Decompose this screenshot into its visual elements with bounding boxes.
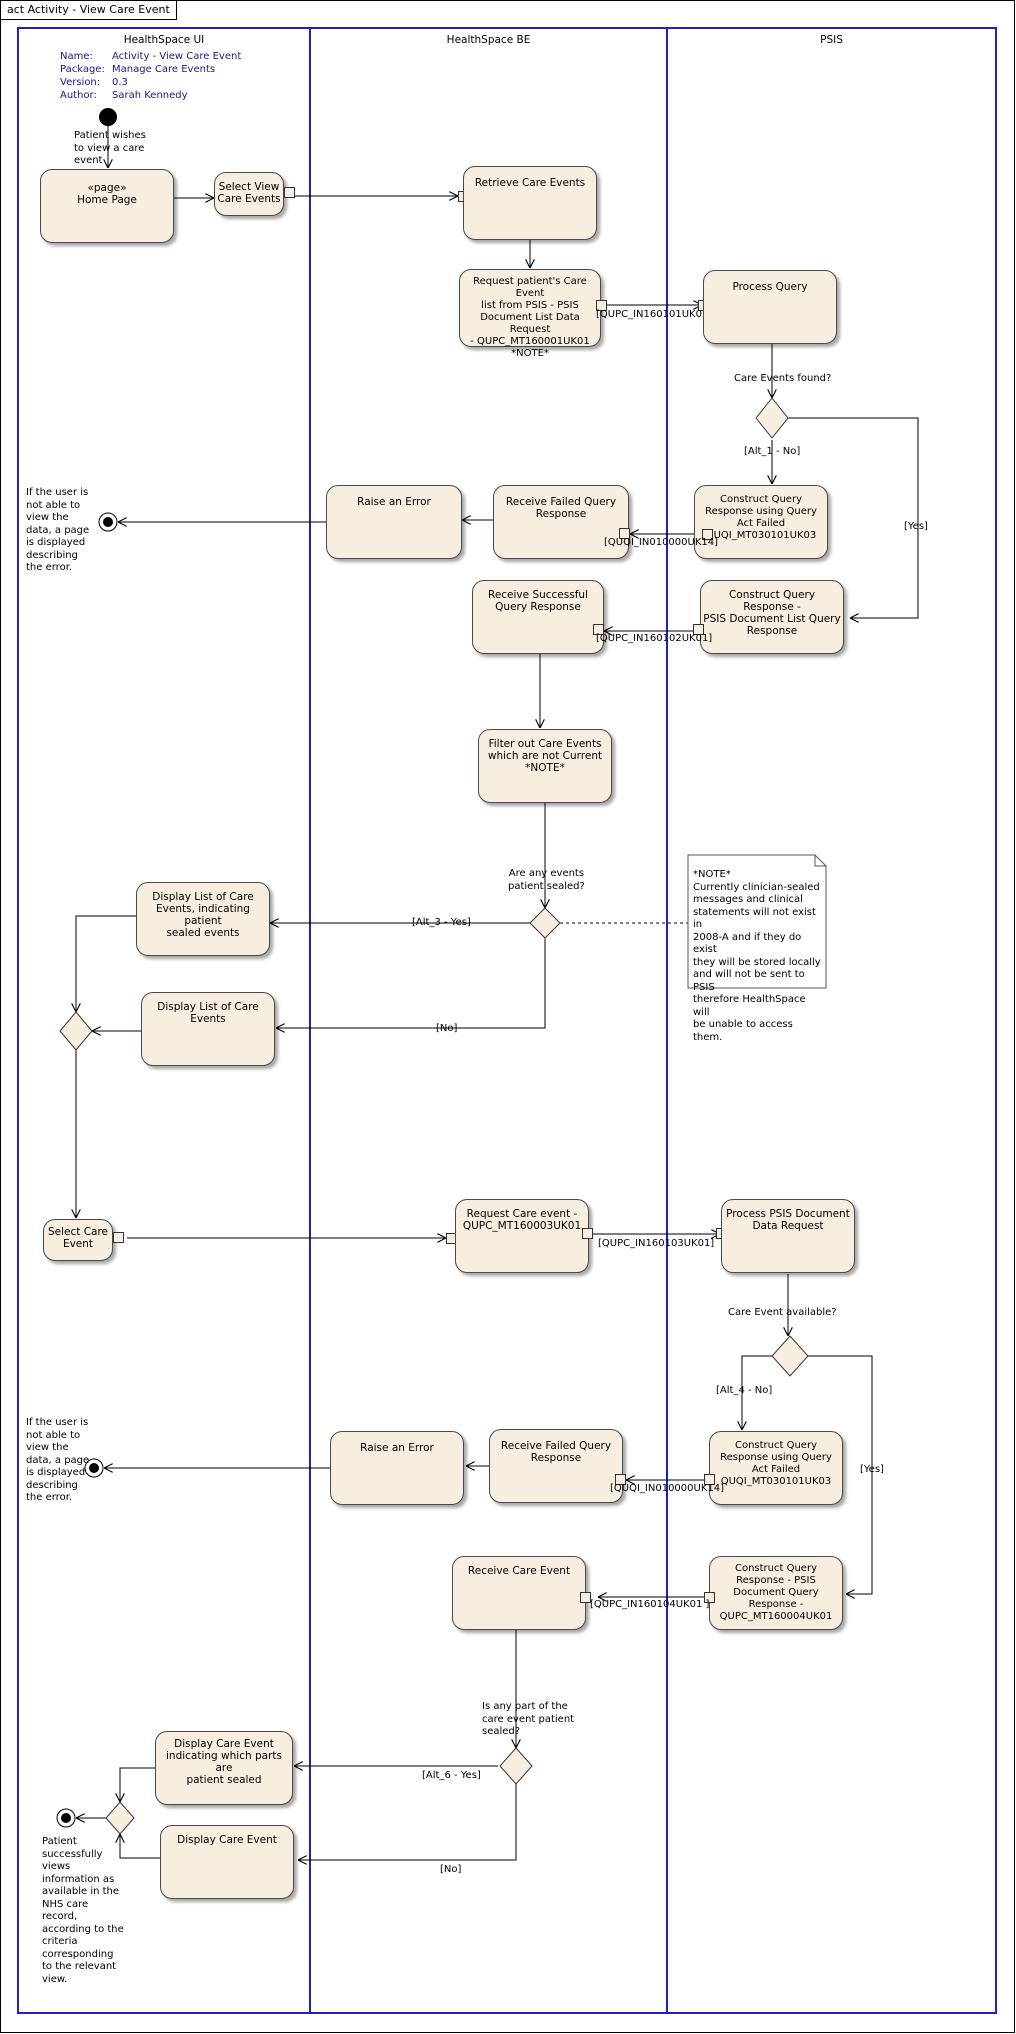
pin (593, 624, 604, 635)
label-qupc-in160101: [QUPC_IN160101UK01] (596, 309, 713, 320)
meta-values: Activity - View Care Event Manage Care E… (112, 50, 241, 102)
request-care-event-list-node: Request patient's Care Event list from P… (459, 269, 601, 359)
receive-failed-query-node-1: Receive Failed Query Response (493, 485, 629, 559)
label-quqi-1: [QUQI_IN010000UK14] (604, 537, 719, 548)
construct-query-failed-node-2: Construct Query Response using Query Act… (709, 1431, 843, 1505)
select-view-care-events-node[interactable]: Select View Care Events (214, 172, 284, 216)
pin (619, 528, 630, 539)
pin (615, 1474, 626, 1485)
meta-version-value: 0.3 (112, 77, 128, 88)
label-qupc-in160103: [QUPC_IN160103UK01] (598, 1238, 715, 1249)
final-node-2 (84, 1458, 104, 1478)
label-no-1: [No] (436, 1023, 458, 1034)
lane-healthspace-ui: HealthSpace UI (123, 34, 205, 46)
display-care-event-sealed-node: Display Care Event indicating which part… (155, 1731, 293, 1805)
display-care-event-node: Display Care Event (160, 1825, 294, 1899)
decision-care-event-available (771, 1335, 809, 1377)
decision-any-part-sealed (499, 1747, 533, 1785)
display-list-sealed-node: Display List of Care Events, indicating … (136, 882, 270, 956)
pin (704, 1474, 715, 1485)
frame-title: act Activity - View Care Event (0, 0, 177, 20)
meta-package-value: Manage Care Events (112, 64, 216, 75)
process-psis-document-node: Process PSIS Document Data Request (721, 1199, 855, 1273)
display-list-node: Display List of Care Events (141, 992, 275, 1066)
note-text: *NOTE* Currently clinician-sealed messag… (693, 869, 821, 1043)
label-alt6-yes: [Alt_6 - Yes] (422, 1770, 481, 1781)
meta-version-label: Version: (60, 77, 101, 88)
lane-healthspace-be: HealthSpace BE (446, 34, 531, 46)
construct-query-failed-node-1: Construct Query Response using Query Act… (694, 485, 828, 559)
home-page-node[interactable]: «page» Home Page (40, 169, 174, 243)
meta-author-label: Author: (60, 90, 97, 101)
merge-node-2 (105, 1801, 135, 1835)
raise-error-node-2: Raise an Error (330, 1431, 464, 1505)
pin (582, 1228, 593, 1239)
pin (113, 1232, 124, 1243)
filter-care-events-node: Filter out Care Events which are not Cur… (478, 729, 612, 803)
label-care-events-found: Care Events found? (734, 373, 832, 384)
pin (284, 187, 295, 198)
meta-labels: Name: Package: Version: Author: (60, 50, 105, 102)
meta-package-label: Package: (60, 64, 105, 75)
note-shape (687, 854, 827, 989)
label-any-sealed: Are any events patient sealed? (508, 868, 585, 892)
label-quqi-2: [QUQI_IN010000UK14] (610, 1483, 725, 1494)
final-node-1 (98, 512, 118, 532)
final-text: Patient successfully views information a… (42, 1836, 124, 1985)
process-query-node: Process Query (703, 270, 837, 344)
raise-error-node-1: Raise an Error (326, 485, 462, 559)
label-alt4-no: [Alt_4 - No] (716, 1385, 773, 1396)
lane-psis: PSIS (820, 34, 843, 46)
label-no-2: [No] (440, 1864, 462, 1875)
construct-document-list-response-node: Construct Query Response - PSIS Document… (700, 580, 844, 654)
label-yes-1: [Yes] (904, 521, 928, 532)
final-node-3 (56, 1808, 76, 1828)
construct-document-query-response-node: Construct Query Response - PSIS Document… (709, 1556, 843, 1630)
pin (693, 624, 704, 635)
decision-care-events-found (755, 397, 789, 439)
lanes-border (17, 27, 997, 2014)
label-alt1-no: [Alt_1 - No] (744, 446, 801, 457)
label-yes-2: [Yes] (860, 1464, 884, 1475)
meta-name-value: Activity - View Care Event (112, 51, 242, 62)
receive-successful-query-node: Receive Successful Query Response (472, 580, 604, 654)
decision-any-sealed (529, 907, 561, 939)
meta-name-label: Name: (60, 51, 93, 62)
pin (702, 529, 713, 540)
label-qupc-in160104: [QUPC_IN160104UK01 ] (590, 1599, 710, 1610)
receive-failed-query-node-2: Receive Failed Query Response (489, 1429, 623, 1503)
pin (596, 300, 607, 311)
label-alt3-yes: [Alt_3 - Yes] (412, 917, 471, 928)
merge-node-1 (59, 1011, 93, 1051)
label-any-part-sealed: Is any part of the care event patient se… (482, 1701, 575, 1737)
retrieve-care-events-node: Retrieve Care Events (463, 166, 597, 240)
label-qupc-in160102: [QUPC_IN160102UK01] (596, 633, 713, 644)
pin (580, 1592, 591, 1603)
select-care-event-node[interactable]: Select Care Event (43, 1219, 113, 1261)
receive-care-event-node: Receive Care Event (452, 1556, 586, 1630)
error-text-1: If the user is not able to view the data… (26, 487, 90, 573)
error-text-2: If the user is not able to view the data… (26, 1417, 90, 1503)
pin (704, 1592, 715, 1603)
label-care-event-available: Care Event available? (728, 1307, 837, 1318)
meta-author-value: Sarah Kennedy (112, 90, 188, 101)
initial-node (99, 108, 117, 126)
start-label: Patient wishes to view a care event (74, 130, 146, 166)
request-care-event-node: Request Care event - QUPC_MT160003UK01 (455, 1199, 589, 1273)
